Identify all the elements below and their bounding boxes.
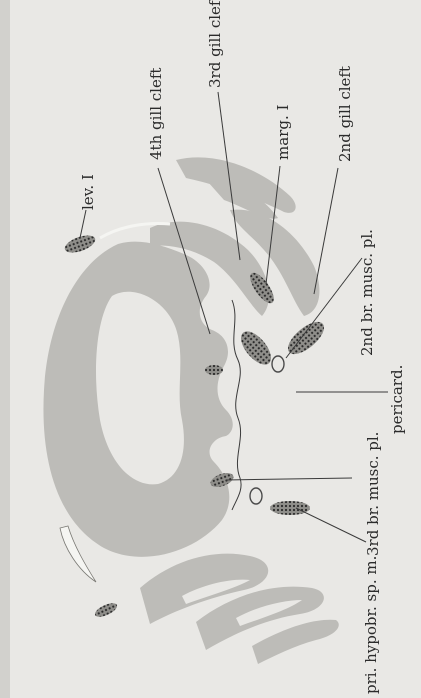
label-2nd-gill-cleft: 2nd gill cleft <box>336 66 354 162</box>
label-pericard: pericard. <box>388 365 406 434</box>
label-pri-hypobr-sp-m: pri. hypobr. sp. m. <box>362 556 380 694</box>
label-marg-I: marg. I <box>274 105 292 160</box>
small-muscle-mid <box>205 365 223 375</box>
label-4th-gill-cleft: 4th gill cleft <box>147 68 165 160</box>
label-3rd-br-musc-pl: 3rd br. musc. pl. <box>364 432 382 556</box>
label-3rd-gill-cleft: 3rd gill cleft <box>206 0 224 88</box>
plate-left-border <box>0 0 10 698</box>
label-2nd-br-musc-pl: 2nd br. musc. pl. <box>358 229 376 356</box>
label-lev-I: lev. I <box>79 174 97 210</box>
vessel-ring-lower <box>250 488 262 504</box>
hypobranchial-muscle <box>270 501 310 515</box>
vessel-ring-upper <box>272 356 284 372</box>
